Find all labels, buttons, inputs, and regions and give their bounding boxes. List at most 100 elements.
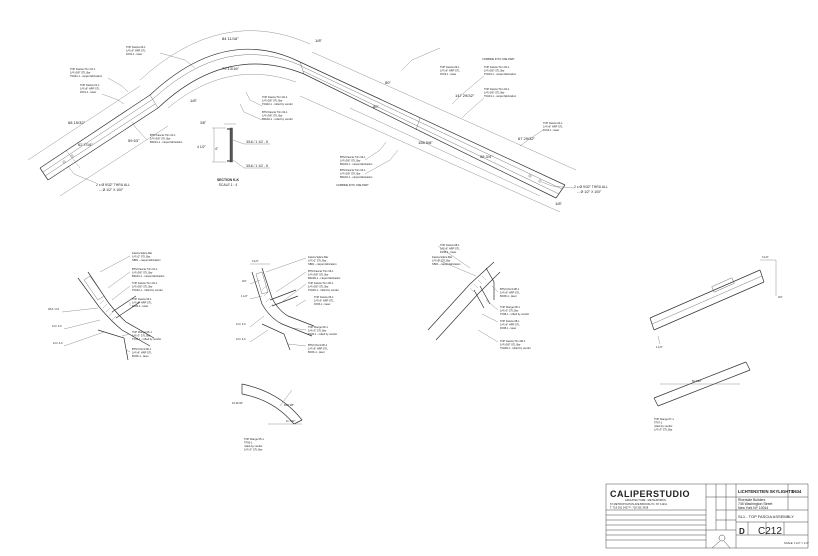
- note-r-trim-line: 1/4"x3/8" STL Bar: [484, 69, 505, 73]
- flange-a: 10 31/32" R19 3/8" 11 7/32" TOP Flange 0…: [232, 383, 303, 452]
- dim-right-a: 80": [385, 80, 391, 85]
- note-r-btm2-line: BFA04-1 - carpet fabrication: [340, 175, 373, 179]
- d1-note-d-line: TOP Fascia 06-1: [132, 297, 152, 301]
- d3-note-d-line: 1/4"x3" STL Bar: [500, 309, 518, 313]
- detail-2: 3 1/2" 3/4" 1 1/2" 1/4 / 2-6 1/4 / 2-6 F…: [236, 255, 341, 354]
- project-number: 0634: [792, 489, 802, 494]
- d3-note-c-line: BTM Chord 08-1: [500, 287, 520, 291]
- d1-note-e-line: TOP Flange 06-1: [132, 330, 152, 334]
- leader-thru-left: [67, 165, 97, 184]
- dim-left-a-line: [27, 85, 141, 161]
- d2-note-e-line: TOP Flange 06-1: [308, 325, 328, 329]
- leader-top-plate: [159, 52, 196, 69]
- dim-right-b: 80": [373, 104, 379, 109]
- d1-leaders: [99, 255, 131, 353]
- hole-left-1: [62, 160, 66, 164]
- section-title: SECTION K-K: [217, 178, 240, 182]
- note-btm-left-line: BTM Fascia Trim 01-1: [150, 133, 176, 137]
- fascia-right-inner: [303, 73, 557, 199]
- note-r-btm1-line: BFA03-1 - carpet fabrication: [340, 162, 373, 166]
- leader-trim-mid: [245, 91, 263, 107]
- dim-left-b-line: [59, 125, 169, 197]
- dim-left-a: 68 15/32": [68, 120, 86, 125]
- d1-splice: [83, 275, 105, 301]
- note-btm-mid-line: 1/4"x3/8" STL Bar: [262, 114, 283, 118]
- d2-note-b: BTM Fascia Trim 06-1 1/4"x3/8" STL Bar B…: [308, 269, 341, 280]
- flange-b-note-line: rolled by vendor: [654, 424, 673, 428]
- d1-note-f-line: BC06-1 - laser: [132, 354, 149, 358]
- note-r-trim: TOP Fascia Trim 03-1 1/4"x3/8" STL Bar T…: [484, 65, 517, 76]
- note-trim-mid-line: TFA02-1 - rolled by vendor: [262, 102, 293, 106]
- section-weld-bot-line: [232, 159, 270, 169]
- d2-note-b-line: BFA06-1 - carpet fabrication: [308, 276, 341, 280]
- d3-note-d-line: TOP Flange 08-1: [500, 305, 520, 309]
- section-plate: [229, 127, 233, 163]
- dim-right-g: 1/8": [555, 201, 563, 206]
- flange-b-note-line: 1/4"x3" STL Bar: [654, 428, 672, 432]
- d1-note-f: BTM Chord 06-1 1/4"x6" HRP STL BC06-1 - …: [132, 347, 152, 358]
- d2-note-a-line: 1/4"x2" STL Bar: [308, 259, 326, 263]
- d3-note-a-line: FF08-1 - laser: [440, 250, 456, 254]
- flange-a-note-line: 1/4"x3" STL Bar: [244, 448, 262, 452]
- dim-angle-top: 1/8": [315, 38, 323, 43]
- d2-note-f: BTM Chord 06-1 1/4"x6" HRP STL BC06-1 - …: [308, 343, 328, 354]
- d1-note-a: Fascia Splice Bar 1/4"x2" STL Bar SB01 -…: [132, 251, 161, 262]
- flange-b-ends: [653, 361, 751, 407]
- d1-note-d: TOP Fascia 06-1 1/4"x6" HRP STL FF06-1 -…: [132, 297, 152, 308]
- d2-splice: [255, 271, 269, 295]
- section-weld-bot: 3/16 / 1 1/2 - 5: [246, 164, 268, 168]
- d2-dim-5: 1/4 / 2-6: [236, 337, 246, 341]
- d1-note-a-line: 1/4"x2" STL Bar: [132, 255, 150, 259]
- note-r-btm1-line: BTM Fascia Trim 03-1: [340, 155, 366, 159]
- hole-right-2: [538, 179, 542, 183]
- d2-flange: [269, 289, 299, 307]
- d2-note-c-line: TFA06-1 - rolled by vendor: [308, 288, 339, 292]
- d1-note-f-line: BTM Chord 06-1: [132, 347, 152, 351]
- studio-address: 67 METROPOLITAN AVE BROOKLYN, NY 11211: [610, 502, 667, 506]
- flange-a-outer: [241, 383, 303, 421]
- detail-3: TOP Fascia 08-1 1/4"x6" HRP STL FF08-1 -…: [427, 243, 531, 350]
- leader-trim-left: [107, 77, 129, 93]
- d3-note-d: TOP Flange 08-1 1/4"x3" STL Bar TF08-1 -…: [500, 305, 529, 316]
- dim-left-c: 59 63": [128, 138, 140, 143]
- flange-a-dim-2: R19 3/8": [284, 403, 294, 407]
- section-weld-mid-line: [232, 139, 270, 145]
- note-top-plate-line: TOP Fascia 02-1: [126, 45, 146, 49]
- note-r-btm2-line: BTM Fascia Trim 04-1: [340, 168, 366, 172]
- calipers-icon-pivot: [718, 534, 726, 542]
- dim-arc-inner: 79 13/16": [222, 66, 240, 71]
- d2-note-e: TOP Flange 06-1 1/4"x3" STL Bar TF06-1 -…: [308, 325, 337, 336]
- note-r-trim2-line: 1/4"x3/8" STL Bar: [484, 91, 505, 95]
- d3-outer: [427, 261, 495, 331]
- note-flange-left-line: 1/4"x6" HRP STL: [80, 87, 100, 91]
- main-fascia-assembly: 84 11/16" 79 13/16" 1/8" 1/8" 68 15/32" …: [27, 30, 608, 213]
- d1-note-c-line: 1/4"x3/8" STL Bar: [132, 285, 153, 289]
- section-scale: SCALE 1 : 4: [219, 183, 238, 187]
- d3-note-f: TOP Fascia Trim 08-1 1/4"x3/8" STL Bar T…: [500, 339, 531, 350]
- note-trim-mid-line: TOP Fascia Trim 02-1: [262, 95, 288, 99]
- section-trim-bot: [227, 160, 230, 162]
- studio-phone: T: 718 302 2427 F: 718 302 2428: [610, 506, 649, 510]
- flange-b-note-line: TF07-1: [654, 421, 663, 425]
- note-trim-left-line: TFA01-1 - carpet fabrication: [70, 74, 103, 78]
- note-top-plate-line: 1/4"x6" HRP STL: [126, 49, 146, 53]
- d1-note-c-line: TOP Fascia Trim 02-1: [132, 281, 158, 285]
- note-r-fascia-line: 1/4"x6" HRP STL: [543, 125, 563, 129]
- d1-note-c-line: TFA02-1 - rolled by vendor: [132, 288, 163, 292]
- note-r-fascia-line: TOP Fascia 04-1: [543, 121, 563, 125]
- leader-r-trim2: [461, 97, 485, 119]
- fascia-left-trim-b: [44, 103, 156, 177]
- fascia-arc-trim: [152, 54, 303, 100]
- d1-hatch: [99, 299, 117, 321]
- studio-logo-sub: ARCHITECTURE · METALWORKS: [625, 498, 666, 502]
- d2-note-d-line: FF06-1 - laser: [314, 302, 330, 306]
- section-cut-line: [65, 149, 81, 169]
- d2-dim-3: 1 1/2": [241, 294, 248, 298]
- fascia-left-inner: [47, 107, 159, 181]
- d2-dim-1: 3 1/2": [252, 259, 259, 263]
- flange-a-dim-1: 10 31/32": [232, 401, 243, 405]
- d2-note-d-line: TOP Fascia 06-1: [314, 295, 334, 299]
- note-r-trim-line: TFA03-1 - carpet fabrication: [484, 72, 517, 76]
- d3-note-f-line: 1/4"x3/8" STL Bar: [500, 343, 521, 347]
